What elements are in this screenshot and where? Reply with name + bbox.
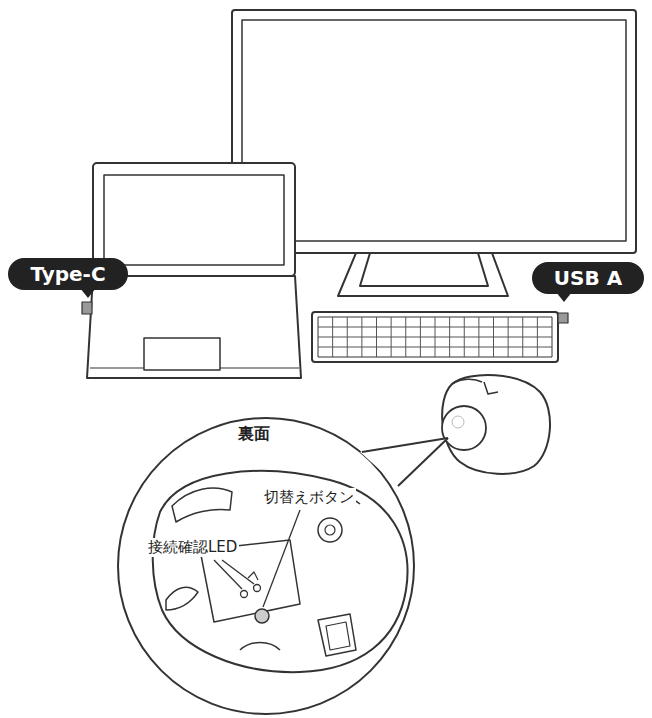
port-tag: Type-C bbox=[8, 258, 128, 290]
view-title: 裏面 bbox=[236, 424, 272, 445]
port-label: USB A bbox=[554, 266, 622, 290]
port-tag: USB A bbox=[532, 262, 644, 294]
port-label: Type-C bbox=[30, 262, 105, 286]
part-label: 接続確認LED bbox=[146, 538, 239, 557]
part-label: 切替えボタン bbox=[262, 488, 356, 507]
